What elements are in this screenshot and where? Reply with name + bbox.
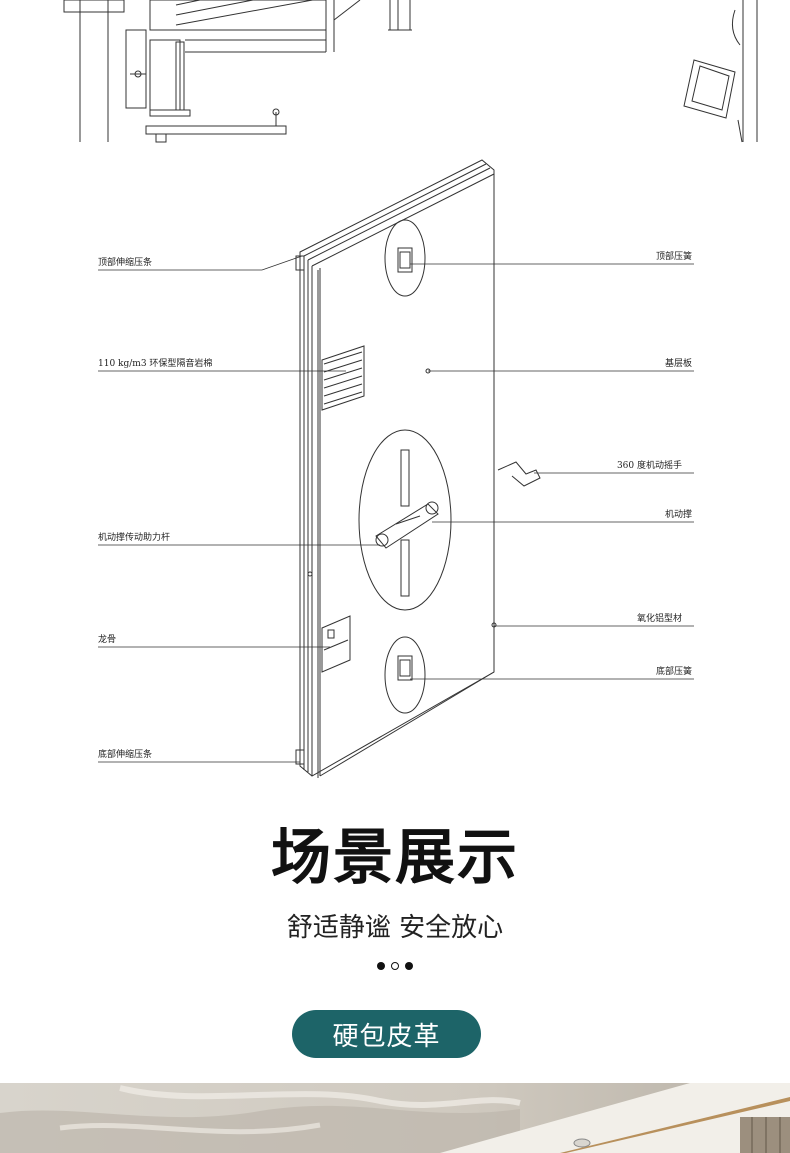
callout-rotary-handle: 360 度机动摇手 xyxy=(616,461,682,471)
section-detail-right xyxy=(683,0,758,143)
scene-photo xyxy=(0,1083,790,1153)
callout-top-spring: 顶部压簧 xyxy=(655,252,692,262)
callout-top-compression-strip: 顶部伸缩压条 xyxy=(98,258,153,268)
category-button-label: 硬包皮革 xyxy=(332,1021,441,1052)
callout-bottom-compression-strip: 底部伸缩压条 xyxy=(98,750,153,760)
panel-drawing xyxy=(63,0,758,778)
callout-rock-wool: 110 kg/m3 环保型隔音岩棉 xyxy=(98,359,213,369)
carousel-dot-2[interactable] xyxy=(391,962,399,970)
carousel-indicator[interactable] xyxy=(0,962,790,970)
category-button[interactable]: 硬包皮革 xyxy=(292,1010,481,1058)
callout-aluminum-profile: 氧化铝型材 xyxy=(636,614,682,624)
exploded-panel-diagram: 顶部伸缩压条 110 kg/m3 环保型隔音岩棉 机动撑传动助力杆 龙骨 底部伸… xyxy=(63,0,758,778)
callout-keel: 龙骨 xyxy=(98,635,117,645)
scene-photo-graphic xyxy=(0,1083,790,1153)
callout-drive-rod: 机动撑传动助力杆 xyxy=(98,533,171,543)
callout-mechanical-brace: 机动撑 xyxy=(664,510,692,520)
leader-lines xyxy=(98,255,694,763)
section-subtitle: 舒适静谧 安全放心 xyxy=(286,913,504,943)
section-detail-left xyxy=(63,0,412,143)
callout-bottom-spring: 底部压簧 xyxy=(655,667,692,677)
carousel-dot-3[interactable] xyxy=(405,962,413,970)
section-title: 场景展示 xyxy=(271,823,519,893)
carousel-dot-1[interactable] xyxy=(377,962,385,970)
callout-base-board: 基层板 xyxy=(664,359,692,369)
door-panel xyxy=(295,159,541,778)
